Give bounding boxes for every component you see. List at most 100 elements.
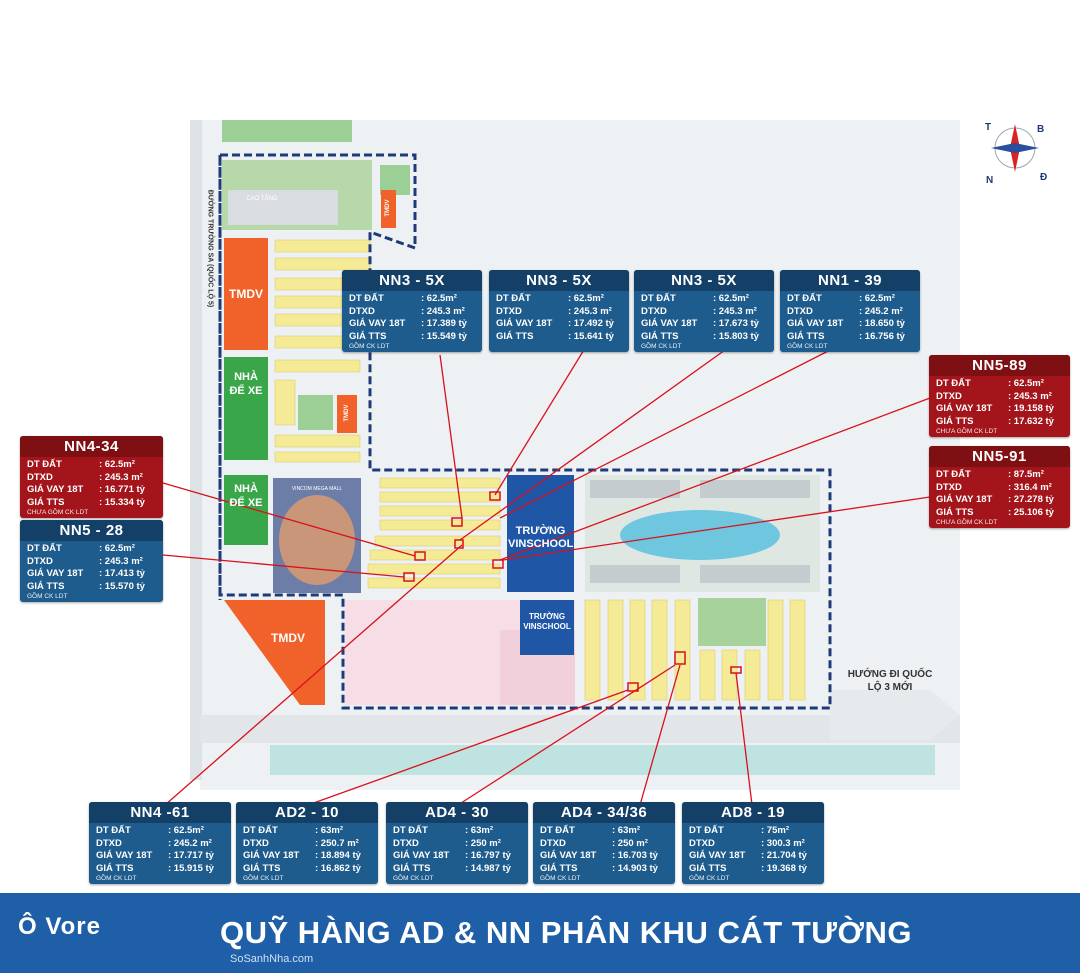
card-row-value: : 17.492 tỷ	[568, 318, 614, 330]
tmdv-small-label-2: TMDV	[344, 404, 350, 422]
card-title: AD8 - 19	[682, 802, 824, 823]
card-row: GIÁ VAY 18T : 16.797 tỷ	[393, 850, 522, 863]
card-row: GIÁ TTS: 16.756 tỷ	[787, 331, 914, 344]
card-row-value: : 14.903 tỷ	[612, 862, 658, 874]
card-row: GIÁ TTS: 15.570 tỷ	[27, 581, 157, 594]
card-note: GỒM CK LDT	[787, 343, 828, 351]
card-row-label: GIÁ VAY 18T	[243, 850, 300, 862]
card-row-label: DT ĐẤT	[787, 293, 822, 304]
card-row: GIÁ VAY 18T : 18.894 tỷ	[243, 850, 372, 863]
card-row-value: : 62.5m²	[99, 459, 135, 470]
tmdv-small-label-1: TMDV	[385, 199, 391, 217]
card-row-label: GIÁ VAY 18T	[936, 403, 993, 415]
card-row-value: : 245.3 m²	[99, 471, 143, 483]
card-row: DT ĐẤT: 62.5m²	[641, 293, 768, 306]
compass-d: Đ	[1040, 172, 1047, 183]
card-title: NN1 - 39	[780, 270, 920, 291]
card-row: GIÁ VAY 18T: 19.158 tỷ	[936, 403, 1064, 416]
card-note: GỒM CK LDT	[540, 875, 581, 883]
card-row-value: : 75m²	[761, 825, 789, 836]
vinschool-label-1: TRƯỜNG VINSCHOOL	[508, 525, 574, 550]
card-row-value: : 316.4 m²	[1008, 481, 1052, 493]
card-title: AD2 - 10	[236, 802, 378, 823]
card-row: DTXD : 245.2 m²	[787, 306, 914, 319]
brand-logo: Ô Vore	[18, 913, 101, 940]
price-card-nn1-39: NN1 - 39 DT ĐẤT : 62.5m² DTXD : 245.2 m² GIÁ …	[780, 270, 920, 352]
card-row: DTXD: 245.2 m²	[96, 838, 225, 851]
card-row-label: GIÁ VAY 18T	[349, 318, 406, 330]
card-row-label: GIÁ VAY 18T	[96, 850, 153, 862]
card-row-label: DTXD	[936, 481, 962, 493]
card-row-label: DTXD	[641, 305, 667, 317]
card-row-label: DTXD	[496, 305, 522, 317]
card-row-label: DT ĐẤT	[540, 825, 575, 836]
unit-marker-nn5-89[interactable]	[492, 559, 504, 569]
card-title: NN5-91	[929, 446, 1070, 467]
card-row: GIÁ TTS: 15.915 tỷ	[96, 863, 225, 876]
card-row-label: GIÁ VAY 18T	[27, 568, 84, 580]
card-row-value: : 63m²	[612, 825, 640, 836]
card-row: DT ĐẤT: 62.5m²	[496, 293, 623, 306]
tmdv-small-1	[381, 190, 396, 228]
card-row-label: DT ĐẤT	[243, 825, 278, 836]
card-row: DTXD: 250.7 m²	[243, 838, 372, 851]
card-row: DTXD: 245.3 m²	[27, 556, 157, 569]
card-row: DT ĐẤT: 87.5m²	[936, 469, 1064, 482]
card-row: GIÁ VAY 18T: 17.492 tỷ	[496, 318, 623, 331]
card-row-label: GIÁ TTS	[936, 506, 974, 518]
card-row-value: : 62.5m²	[859, 293, 895, 304]
card-row-value: : 62.5m²	[421, 293, 457, 304]
card-row-value: : 16.797 tỷ	[465, 850, 511, 862]
card-row-value: : 15.334 tỷ	[99, 496, 145, 508]
card-title: NN3 - 5X	[634, 270, 774, 291]
card-row-label: GIÁ VAY 18T	[540, 850, 597, 862]
card-row-label: DTXD	[787, 305, 813, 317]
card-title: NN3 - 5X	[489, 270, 629, 291]
card-row-label: GIÁ TTS	[243, 862, 281, 874]
card-row: GIÁ TTS: 19.368 tỷ	[689, 863, 818, 876]
card-row: DTXD: 300.3 m²	[689, 838, 818, 851]
card-row-value: : 27.278 tỷ	[1008, 494, 1054, 506]
banner-title: QUỸ HÀNG AD & NN PHÂN KHU CÁT TƯỜNG	[220, 915, 912, 950]
card-row: DT ĐẤT: 62.5m²	[349, 293, 476, 306]
card-row-value: : 62.5m²	[713, 293, 749, 304]
card-row-label: DT ĐẤT	[496, 293, 531, 304]
card-row: GIÁ TTS: 14.903 tỷ	[540, 863, 669, 876]
card-row-value: : 245.2 m²	[168, 837, 212, 849]
card-row-label: GIÁ TTS	[349, 330, 387, 342]
card-row: DTXD : 250 m²	[540, 838, 669, 851]
card-row-value: : 18.894 tỷ	[315, 850, 361, 862]
card-row-value: : 245.2 m²	[859, 305, 903, 317]
card-row-label: DT ĐẤT	[393, 825, 428, 836]
card-row: DT ĐẤT: 63m²	[243, 825, 372, 838]
card-title: NN3 - 5X	[342, 270, 482, 291]
card-row-label: GIÁ TTS	[936, 415, 974, 427]
card-row-value: : 16.862 tỷ	[315, 862, 361, 874]
unit-marker-ad4-30[interactable]	[674, 651, 686, 665]
card-row-value: : 250 m²	[612, 837, 648, 849]
parking-block-1	[224, 357, 268, 460]
card-row-label: GIÁ VAY 18T	[787, 318, 844, 330]
card-row-value: : 14.987 tỷ	[465, 862, 511, 874]
card-row-label: GIÁ TTS	[641, 330, 679, 342]
unit-marker-nn3-b[interactable]	[489, 491, 501, 501]
card-title: AD4 - 30	[386, 802, 528, 823]
card-row-label: GIÁ VAY 18T	[393, 850, 450, 862]
vinschool-block-2	[520, 600, 574, 655]
card-row-value: : 62.5m²	[99, 543, 135, 554]
card-row-label: GIÁ VAY 18T	[27, 484, 84, 496]
tmdv-top-block	[224, 238, 268, 350]
card-title: NN4-34	[20, 436, 163, 457]
card-note: GỒM CK LDT	[349, 343, 390, 351]
main-road-label: ĐƯỜNG TRƯỜNG SA (QUỐC LỘ 5)	[206, 189, 214, 308]
unit-marker-nn3-a[interactable]	[451, 517, 463, 527]
card-note: CHƯA GỒM CK LDT	[936, 519, 998, 527]
card-row-label: GIÁ TTS	[496, 330, 534, 342]
card-row-label: DTXD	[540, 837, 566, 849]
card-row-value: : 245.3 m²	[1008, 390, 1052, 402]
card-row: GIÁ VAY 18T: 17.413 tỷ	[27, 568, 157, 581]
unit-marker-ad2-10[interactable]	[627, 682, 639, 692]
